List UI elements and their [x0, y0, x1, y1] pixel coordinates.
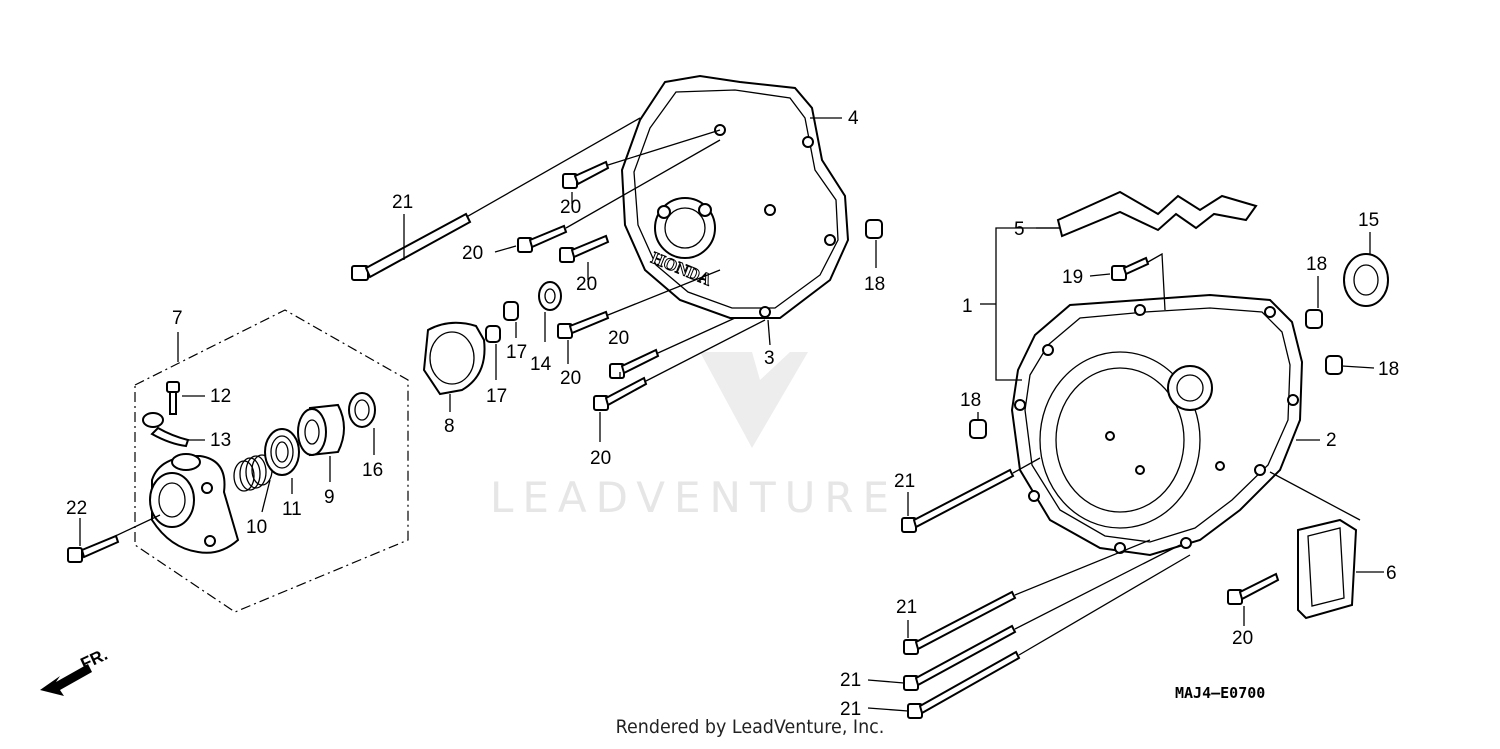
part-21-bolt — [901, 457, 1041, 533]
callout-18: 18 — [864, 274, 885, 295]
callout-5: 5 — [1014, 219, 1025, 240]
callout-20c: 20 — [576, 274, 597, 295]
part-15-seal — [1343, 253, 1389, 307]
callout-18d: 18 — [960, 390, 981, 411]
part-6-guide — [1269, 471, 1361, 620]
callout-16: 16 — [362, 460, 383, 481]
part-12-bolt — [166, 381, 205, 415]
callout-20b: 20 — [462, 243, 483, 264]
part-17-dowel — [485, 325, 501, 343]
callout-22: 22 — [66, 498, 87, 519]
callout-20: 20 — [560, 197, 581, 218]
part-21-bolt — [351, 117, 641, 281]
callout-10: 10 — [246, 517, 267, 538]
part-4-cover: HONDA — [620, 74, 850, 319]
part-20-bolt — [1227, 572, 1280, 605]
part-20-bolt — [557, 269, 721, 339]
callout-17: 17 — [506, 342, 527, 363]
callout-6: 6 — [1386, 563, 1397, 584]
callout-11: 11 — [282, 499, 302, 520]
part-11-bearing — [264, 428, 300, 476]
callout-15: 15 — [1358, 210, 1379, 231]
part-19-bolt — [1111, 252, 1166, 311]
part-8-gasket — [422, 321, 486, 412]
callout-3: 3 — [764, 348, 775, 369]
part-16-bearing — [348, 392, 376, 428]
callout-13: 13 — [210, 430, 231, 451]
callout-18c: 18 — [1378, 359, 1399, 380]
callout-21b: 21 — [894, 471, 915, 492]
callout-4: 4 — [848, 108, 859, 129]
callouts: 1 2 3 4 5 6 7 8 9 10 11 12 13 14 15 16 1… — [66, 108, 1399, 720]
part-14-seal — [538, 281, 562, 342]
callout-12: 12 — [210, 386, 231, 407]
part-18-dowel — [1325, 355, 1343, 375]
part-20-bolt — [559, 234, 610, 263]
part-2-case — [1010, 293, 1304, 557]
callout-2: 2 — [1326, 430, 1337, 451]
part-18-dowel — [1305, 309, 1323, 329]
callout-7: 7 — [172, 308, 183, 329]
part-20-bolt — [593, 319, 766, 411]
callout-20g: 20 — [1232, 628, 1253, 649]
callout-21: 21 — [392, 192, 413, 213]
part-9-bushing — [297, 403, 345, 457]
part-20-bolt — [562, 129, 721, 189]
assembly-7-outline — [134, 309, 409, 613]
watermark-text: LEADVENTURE — [490, 473, 898, 522]
part-18-dowel — [969, 419, 987, 439]
footer-credit: Rendered by LeadVenture, Inc. — [615, 716, 885, 738]
callout-21c: 21 — [896, 597, 917, 618]
housing-body — [149, 453, 240, 554]
front-arrow: FR. — [40, 645, 111, 696]
callout-8: 8 — [444, 416, 455, 437]
part-21-bolt — [907, 554, 1191, 719]
diagram-code: MAJ4—E0700 — [1175, 684, 1265, 702]
part-21-bolt — [903, 544, 1181, 691]
assembly-7-group — [134, 309, 409, 613]
watermark: LEADVENTURE — [490, 352, 898, 522]
part-17-dowel — [503, 301, 519, 321]
callout-17b: 17 — [486, 386, 507, 407]
callout-21e: 21 — [840, 699, 861, 720]
callout-20f: 20 — [590, 448, 611, 469]
part-20-bolt — [517, 139, 721, 253]
callout-14: 14 — [530, 354, 552, 375]
part-13-clip — [142, 412, 205, 448]
part-10-spring — [233, 454, 273, 492]
part-22-bolt — [67, 514, 161, 563]
part-5-gasket — [1056, 190, 1258, 238]
callout-1: 1 — [962, 296, 973, 317]
callout-19: 19 — [1062, 267, 1083, 288]
part-18-dowel — [865, 219, 883, 239]
callout-20e: 20 — [608, 328, 629, 349]
callout-20d: 20 — [560, 368, 581, 389]
callout-18b: 18 — [1306, 254, 1327, 275]
part-21-bolt — [903, 539, 1151, 655]
callout-9: 9 — [324, 487, 335, 508]
callout-21d: 21 — [840, 670, 861, 691]
